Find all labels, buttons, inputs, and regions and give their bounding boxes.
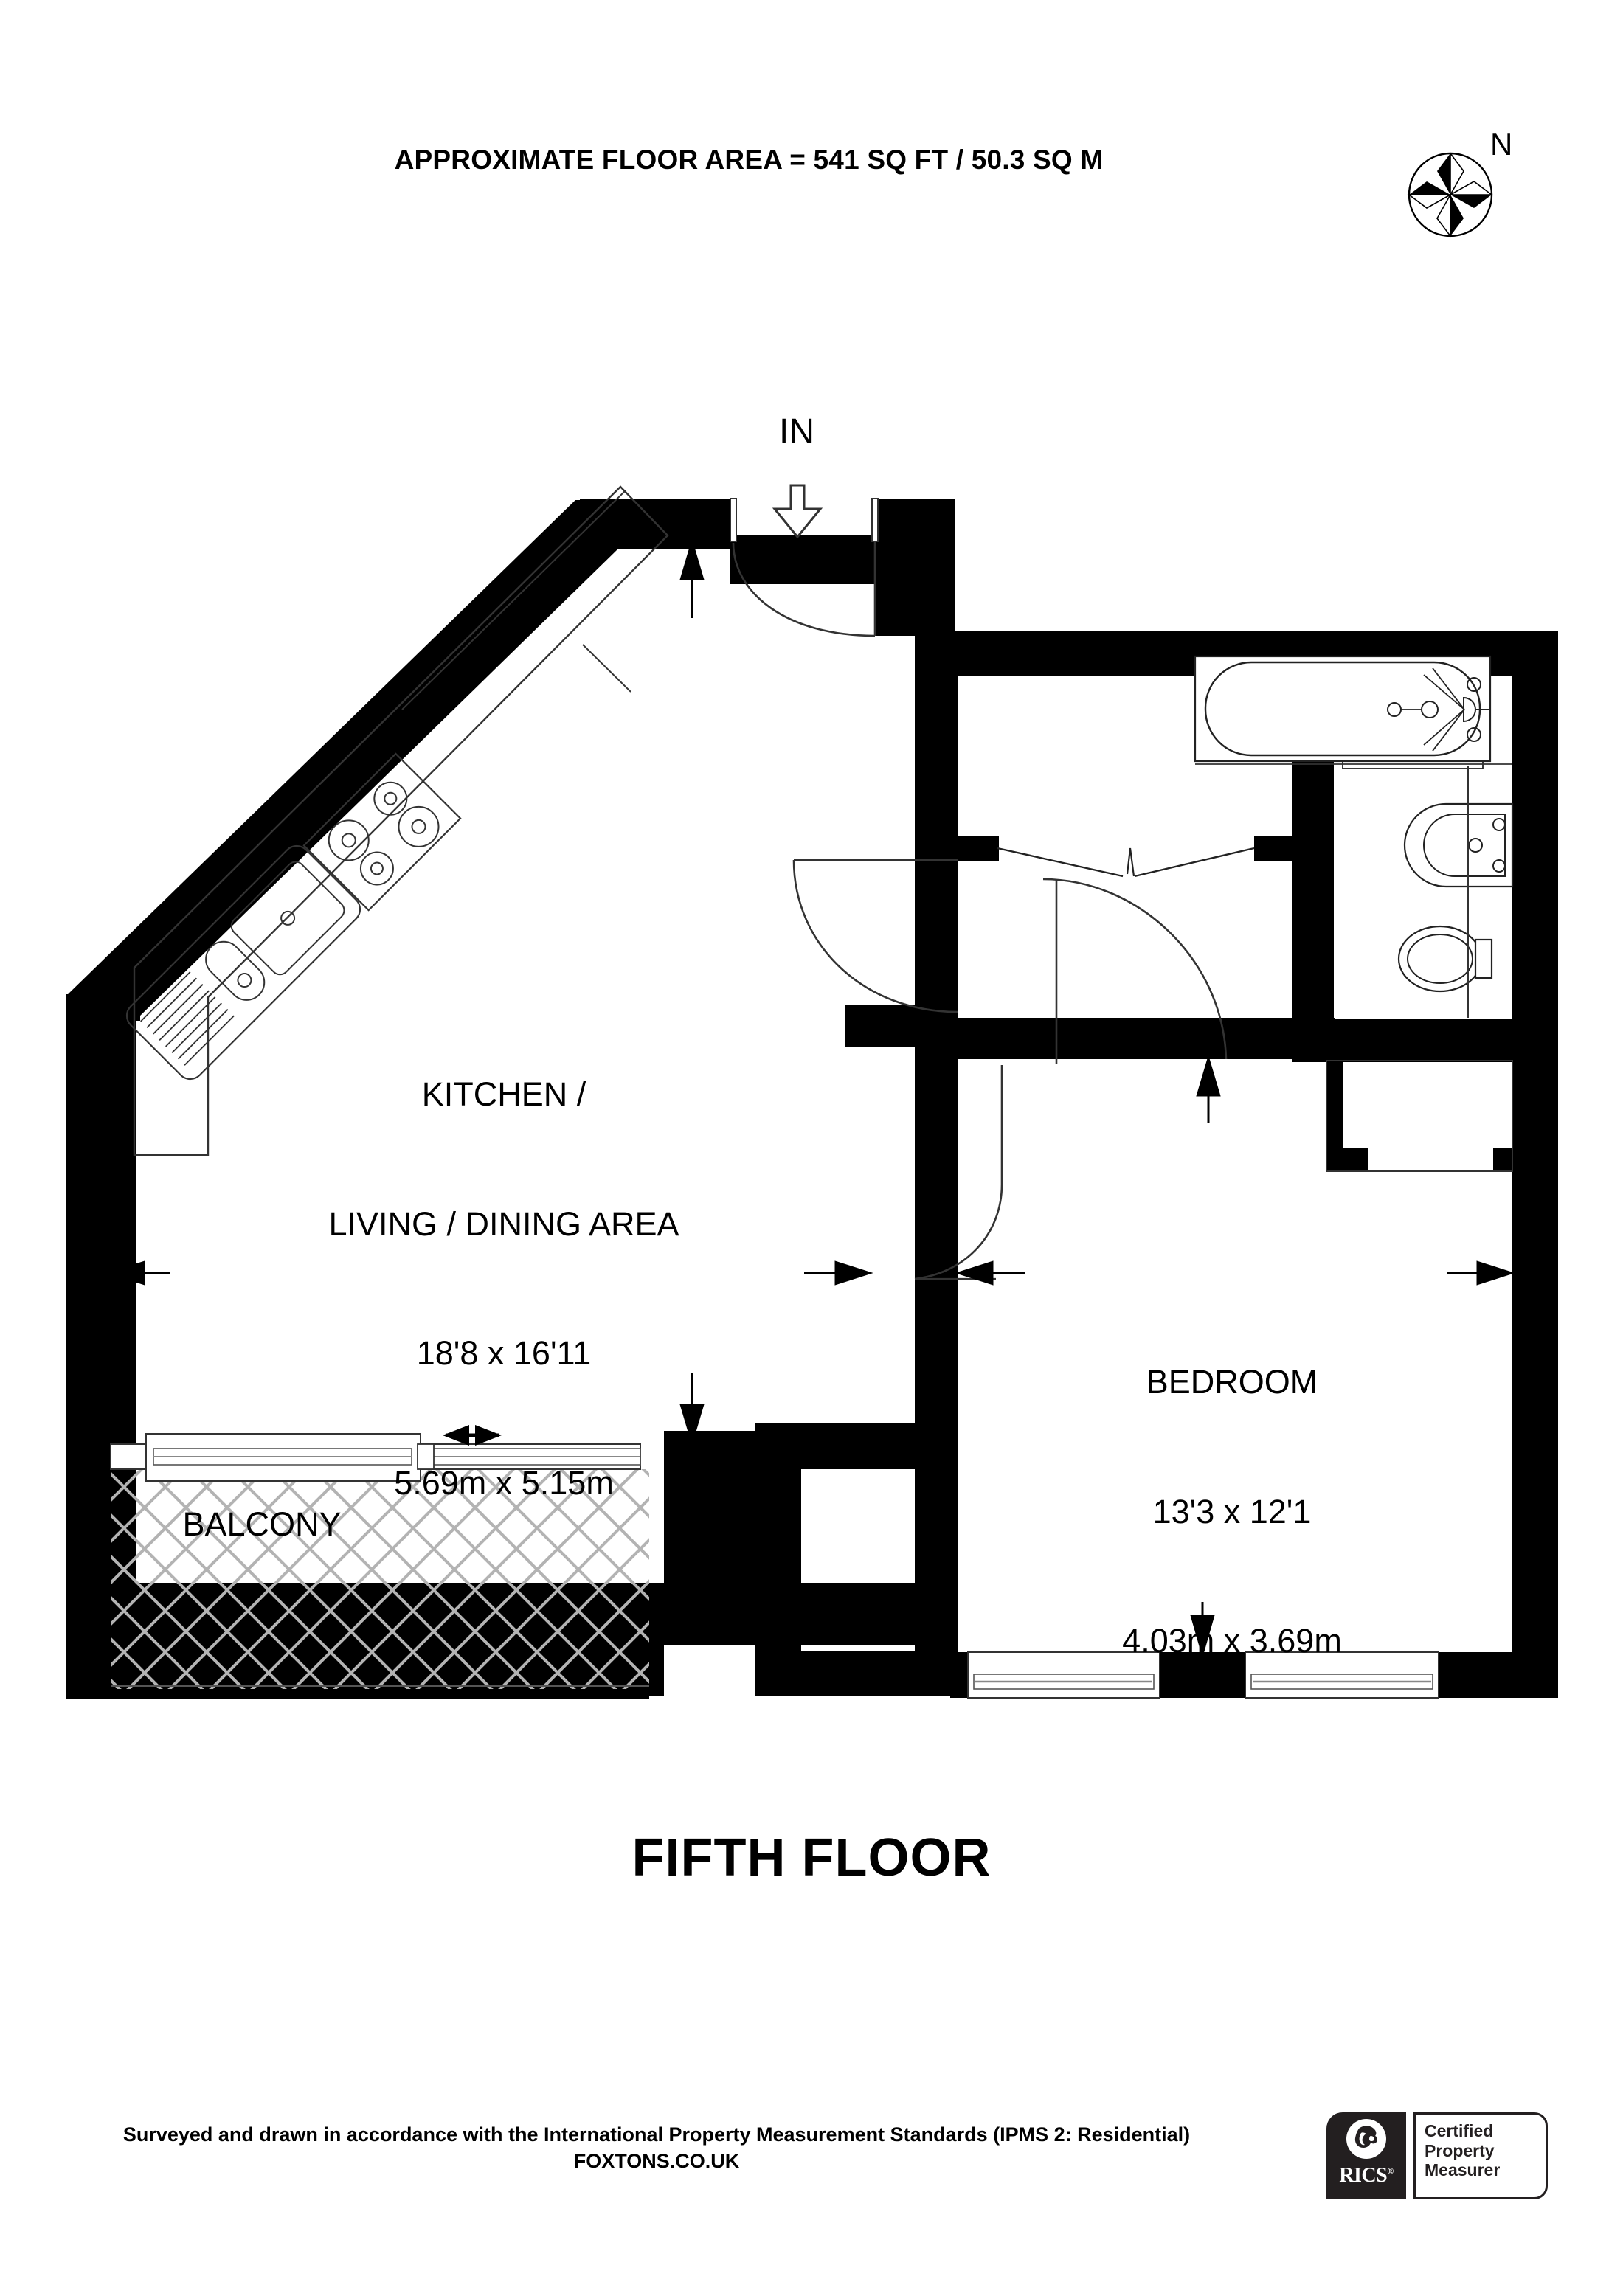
room-name-line1: BEDROOM [1146, 1363, 1318, 1401]
hall-double-doors[interactable] [997, 847, 1255, 878]
bathtub-icon [1194, 655, 1492, 769]
wardrobe-icon [1326, 1060, 1513, 1172]
footer-disclaimer-line1: Surveyed and drawn in accordance with th… [122, 2123, 1072, 2146]
floor-title: FIFTH FLOOR [631, 1828, 992, 1887]
bathroom-partition [1195, 763, 1512, 1018]
rics-certification-box: Certified Property Measurer [1413, 2112, 1548, 2199]
compass-rose-icon [1407, 151, 1494, 238]
bedroom-door[interactable] [1042, 878, 1228, 1064]
room-label-kitchen-living-dining: KITCHEN / LIVING / DINING AREA 18'8 x 16… [235, 987, 773, 1591]
footer-disclaimer: Surveyed and drawn in accordance with th… [44, 2121, 1269, 2174]
kitchen-hob-icon [302, 752, 462, 912]
room-dimensions-metric: 4.03m x 3.69m [1122, 1622, 1342, 1659]
floor-area-title: APPROXIMATE FLOOR AREA = 541 SQ FT / 50.… [394, 145, 1104, 175]
rics-brand-block: RICS® [1326, 2112, 1406, 2199]
registered-mark: ® [1387, 2165, 1394, 2177]
room-dimensions-imperial: 18'8 x 16'11 [416, 1334, 592, 1372]
toilet-icon [1397, 925, 1493, 993]
window-icon [967, 1651, 1439, 1699]
entrance-label: IN [779, 412, 814, 451]
cert-line-3: Measurer [1425, 2160, 1501, 2180]
room-label-bedroom: BEDROOM 13'3 x 12'1 4.03m x 3.69m [1025, 1274, 1439, 1749]
slide-direction-arrow-icon [443, 1425, 502, 1446]
room-dimensions-imperial: 13'3 x 12'1 [1152, 1492, 1312, 1530]
footer-disclaimer-line2: Residential) FOXTONS.CO.UK [573, 2123, 1191, 2173]
entrance-door[interactable] [730, 498, 879, 637]
wash-basin-icon [1403, 802, 1514, 888]
cert-line-2: Property [1425, 2140, 1495, 2160]
room-label-balcony: BALCONY [182, 1505, 342, 1543]
sliding-door-icon[interactable] [110, 1433, 641, 1482]
rics-wordmark: RICS® [1339, 2164, 1394, 2187]
compass-north-label: N [1490, 127, 1513, 162]
room-name-line2: LIVING / DINING AREA [328, 1204, 679, 1243]
rics-lion-icon [1346, 2119, 1386, 2159]
down-arrow-icon [772, 484, 823, 539]
rics-certified-logo: RICS® Certified Property Measurer [1326, 2112, 1548, 2210]
cert-line-1: Certified [1425, 2121, 1494, 2140]
kitchen-counter [133, 485, 669, 1156]
balcony-area [111, 1469, 649, 1689]
kitchen-sink-icon [125, 844, 361, 1081]
room-dimensions-metric: 5.69m x 5.15m [394, 1463, 614, 1502]
wall-segments [66, 499, 1558, 1699]
room-name-line1: KITCHEN / [421, 1075, 586, 1113]
compass-rose: N [1400, 127, 1533, 248]
dimension-arrows [106, 538, 1515, 1658]
living-area-door[interactable] [792, 859, 958, 1013]
